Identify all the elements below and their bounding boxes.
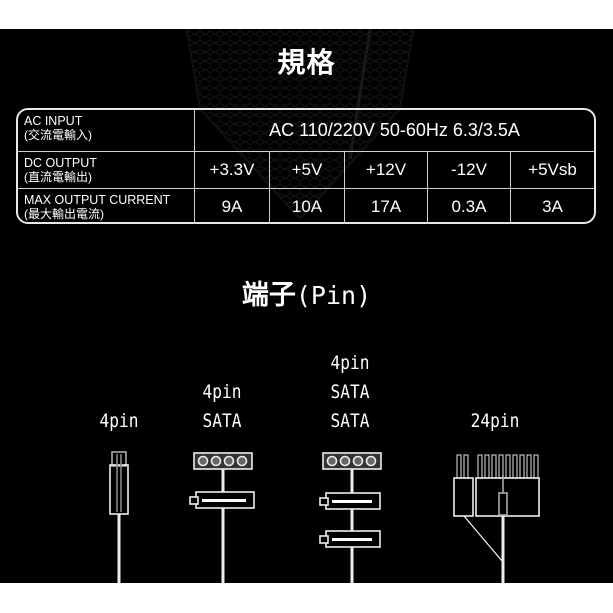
table-cell: +12V (345, 152, 428, 188)
label-line: SATA (330, 381, 370, 403)
table-cell: 0.3A (428, 189, 511, 224)
label-zh: (交流電輸入) (24, 128, 92, 142)
pins-title: 端子(Pin) (0, 273, 613, 312)
label-line: 4pin (99, 410, 139, 432)
spec-table: AC INPUT (交流電輸入) AC 110/220V 50-60Hz 6.3… (16, 108, 596, 224)
label-line: 24pin (470, 410, 520, 432)
table-cell: +5Vsb (528, 160, 577, 179)
label-zh: (直流電輸出) (24, 170, 92, 184)
table-cell: -12V (428, 152, 511, 188)
spec-panel: 規格 AC INPUT (交流電輸入) AC 110/220V 50-60Hz … (0, 29, 613, 583)
connector-label-4pin: 4pin (89, 407, 149, 436)
pins-title-en: (Pin) (295, 281, 372, 310)
molex-4pin-connector-icon (109, 451, 129, 583)
table-row-dc-output: DC OUTPUT (直流電輸出) +3.3V +5V +12V -12V +5… (18, 152, 594, 189)
table-row-max-current: MAX OUTPUT CURRENT (最大輸出電流) 9A 10A 17A 0… (18, 189, 594, 224)
table-cell: 9A (195, 189, 270, 224)
atx-24pin-connector-icon (453, 454, 540, 583)
row-label: DC OUTPUT (直流電輸出) (18, 152, 195, 188)
label-line: 4pin (202, 381, 242, 403)
table-row-ac-input: AC INPUT (交流電輸入) AC 110/220V 50-60Hz 6.3… (18, 110, 594, 152)
label-en: MAX OUTPUT CURRENT (24, 193, 171, 207)
label-line: SATA (330, 410, 370, 432)
row-label: AC INPUT (交流電輸入) (18, 110, 195, 151)
molex-sata-connector-icon (189, 452, 255, 583)
label-line: 4pin (330, 352, 370, 374)
pins-title-zh: 端子 (241, 280, 296, 311)
emblem-background-icon (185, 29, 415, 219)
connector-drawings (109, 451, 540, 583)
molex-dual-sata-connector-icon (319, 452, 382, 583)
table-cell: 10A (270, 189, 345, 224)
table-cell: 17A (345, 189, 428, 224)
specs-title: 規格 (277, 46, 336, 79)
row-label: MAX OUTPUT CURRENT (最大輸出電流) (18, 189, 195, 224)
label-en: AC INPUT (24, 114, 83, 128)
label-line: SATA (202, 410, 242, 432)
ac-input-value: AC 110/220V 50-60Hz 6.3/3.5A (269, 120, 520, 140)
label-zh: (最大輸出電流) (24, 207, 104, 221)
table-cell: +3.3V (195, 152, 270, 188)
connector-label-24pin: 24pin (461, 407, 529, 436)
label-en: DC OUTPUT (24, 156, 97, 170)
table-cell: +5V (270, 152, 345, 188)
connector-label-4pin-sata-sata: 4pin SATA SATA (320, 349, 380, 436)
connector-label-4pin-sata: 4pin SATA (192, 378, 252, 436)
table-cell: 3A (542, 196, 563, 216)
